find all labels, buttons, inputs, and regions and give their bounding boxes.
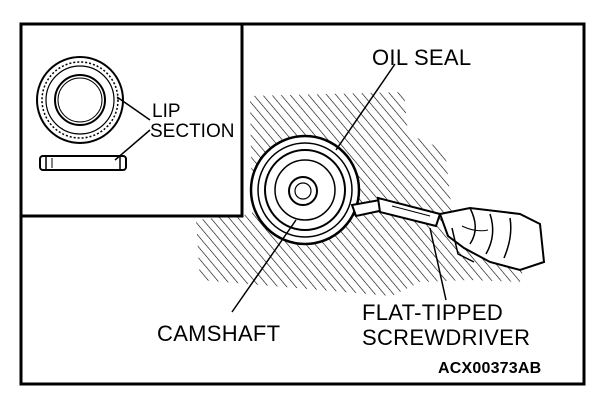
figure-frame [19, 22, 586, 386]
screwdriver-label: SCREWDRIVER [362, 325, 531, 350]
camshaft-label: CAMSHAFT [157, 321, 281, 346]
camshaft-leader [231, 219, 297, 313]
screwdriver-and-hand [350, 196, 546, 272]
lip-section-inset [21, 24, 244, 218]
flat-tipped-label: FLAT-TIPPED [362, 300, 504, 325]
oil-seal-leader [335, 63, 396, 151]
screwdriver-leader [429, 227, 447, 301]
section-label: SECTION [150, 121, 235, 142]
figure-code: ACX00373AB [438, 360, 542, 377]
lip-label: LIP [152, 101, 181, 122]
camshaft-oil-seal [249, 134, 361, 246]
oil-seal-label: OIL SEAL [372, 45, 472, 70]
